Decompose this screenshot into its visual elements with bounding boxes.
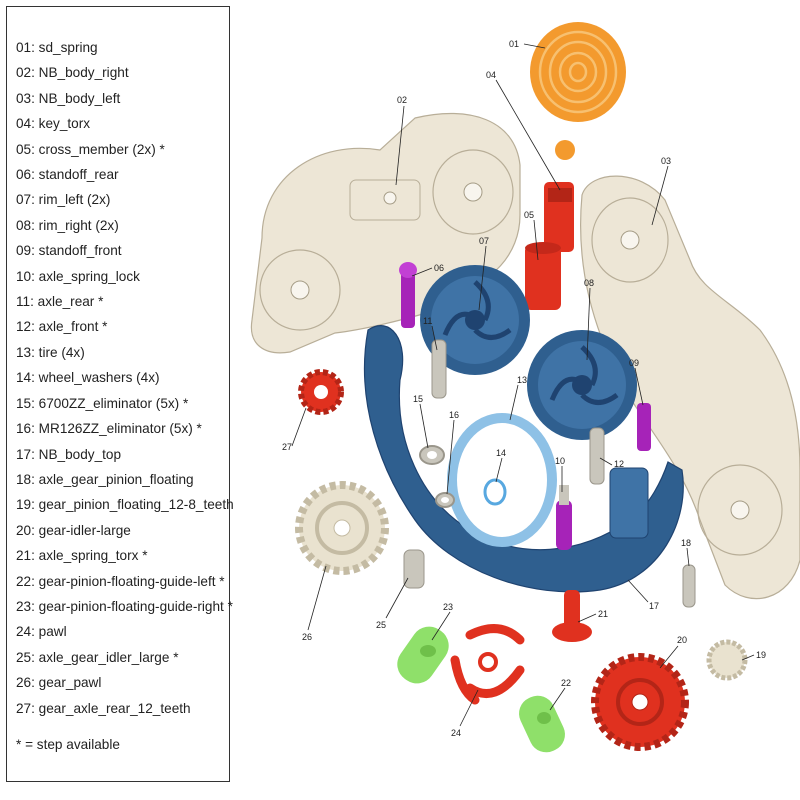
rim-right-part [527,330,637,440]
callout-26: 26 [302,632,312,642]
legend-item: 22: gear-pinion-floating-guide-left * [16,573,225,589]
callout-22: 22 [561,678,571,688]
gear-axle-rear-part [298,369,344,415]
callout-27: 27 [282,442,292,452]
callout-01: 01 [509,39,519,49]
callout-10: 10 [555,456,565,466]
callout-24: 24 [451,728,461,738]
sd-spring-part [530,22,626,160]
guide-left-part [519,695,565,753]
bearing-eliminator-mr126-part [435,492,455,508]
legend-item: 10: axle_spring_lock [16,268,140,284]
leader-lines [291,43,755,727]
axle-spring-torx-part [552,590,592,642]
callout-17: 17 [649,601,659,611]
key-torx-part [544,182,574,252]
tire-part [447,413,557,547]
legend-item: 09: standoff_front [16,243,122,259]
callout-06: 06 [434,263,444,273]
legend-item: 25: axle_gear_idler_large * [16,649,179,665]
callout-21: 21 [598,609,608,619]
legend-item: 13: tire (4x) [16,344,85,360]
callout-05: 05 [524,210,534,220]
callout-08: 08 [584,278,594,288]
legend-item: 01: sd_spring [16,40,98,55]
legend-footnote: * = step available [16,736,120,752]
legend-item: 18: axle_gear_pinion_floating [16,471,194,487]
callout-04: 04 [486,70,496,80]
legend-item: 27: gear_axle_rear_12_teeth [16,700,191,716]
callout-11: 11 [423,316,432,326]
callout-19: 19 [756,650,766,660]
legend-item: 21: axle_spring_torx * [16,548,148,564]
callout-03: 03 [661,156,671,166]
callout-13: 13 [517,375,527,385]
callout-20: 20 [677,635,687,645]
legend-item: 07: rim_left (2x) [16,192,111,208]
gear-pinion-floating-part [706,639,748,681]
callout-25: 25 [376,620,386,630]
standoff-rear-part [399,262,417,328]
legend-item: 19: gear_pinion_floating_12-8_teeth [16,497,234,513]
axle-gear-pinion-floating-part [682,564,696,608]
legend-item: 17: NB_body_top [16,446,122,462]
callout-23: 23 [443,602,453,612]
legend-item: 24: pawl [16,624,67,640]
legend-item: 04: key_torx [16,116,91,132]
legend-item: 16: MR126ZZ_eliminator (5x) * [16,421,202,437]
legend-item: 23: gear-pinion-floating-guide-right * [16,598,233,614]
legend-item: 11: axle_rear * [16,294,104,310]
callout-02: 02 [397,95,407,105]
gear-idler-large-part [591,653,689,751]
legend-item: 06: standoff_rear [16,167,119,183]
callout-labels: 01 02 03 04 05 06 07 08 09 10 11 12 13 1… [282,39,766,738]
axle-rear-part [431,339,447,399]
callout-16: 16 [449,410,459,420]
wheel-washer-part [483,478,507,506]
standoff-front-part [637,403,651,451]
rim-left-part [420,265,530,375]
callout-14: 14 [496,448,506,458]
callout-18: 18 [681,538,691,548]
axle-front-part [589,427,605,485]
legend-item: 02: NB_body_right [16,65,129,81]
bearing-eliminator-6700-part [419,445,445,465]
cross-member-part [525,242,561,310]
callout-12: 12 [614,459,624,469]
axle-spring-lock-part [556,485,572,550]
legend-item: 15: 6700ZZ_eliminator (5x) * [16,395,189,411]
legend-item: 03: NB_body_left [16,90,121,106]
pawl-part [450,624,525,705]
parts-legend: 01: sd_spring 02: NB_body_right 03: NB_b… [6,6,234,782]
guide-right-part [397,626,449,684]
body-top-part [363,325,684,593]
legend-item: 20: gear-idler-large [16,522,131,538]
callout-09: 09 [629,358,639,368]
callout-07: 07 [479,236,489,246]
body-left-part [579,175,800,600]
exploded-assembly-drawing: 01 02 03 04 05 06 07 08 09 10 11 12 13 1… [250,22,800,753]
legend-item: 26: gear_pawl [16,675,102,691]
axle-gear-idler-large-part [403,549,425,589]
callout-15: 15 [413,394,423,404]
legend-item: 14: wheel_washers (4x) [16,370,160,386]
gear-pawl-part [295,481,389,575]
legend-item: 08: rim_right (2x) [16,217,119,233]
body-right-part [250,112,521,354]
legend-item: 12: axle_front * [16,319,108,335]
legend-item: 05: cross_member (2x) * [16,141,165,157]
